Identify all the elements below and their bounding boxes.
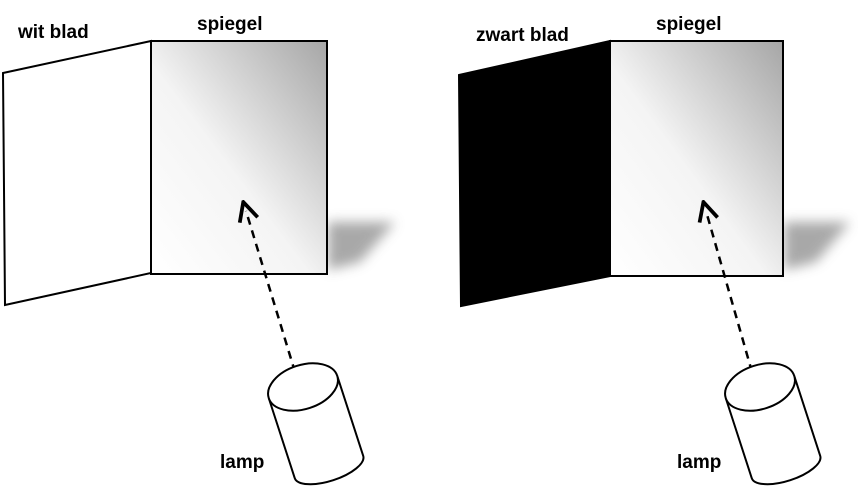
white-sheet — [1, 39, 152, 307]
black-sheet-label: zwart blad — [476, 25, 569, 46]
white-sheet-label: wit blad — [17, 22, 89, 43]
mirror-label: spiegel — [197, 14, 262, 35]
mirror-shadow — [784, 222, 850, 270]
mirror-shadow — [328, 222, 395, 270]
left-scene: wit blad spiegel lamp — [1, 14, 395, 486]
light-ray-arrow — [246, 211, 297, 373]
lamp-icon — [267, 362, 365, 486]
lamp-label: lamp — [220, 452, 264, 473]
mirror — [150, 40, 328, 275]
mirror-label: spiegel — [656, 14, 721, 35]
black-sheet — [457, 39, 611, 308]
mirror — [609, 40, 784, 277]
lamp-icon — [724, 362, 822, 486]
lamp-label: lamp — [677, 452, 721, 473]
right-scene: zwart blad spiegel lamp — [457, 14, 850, 486]
